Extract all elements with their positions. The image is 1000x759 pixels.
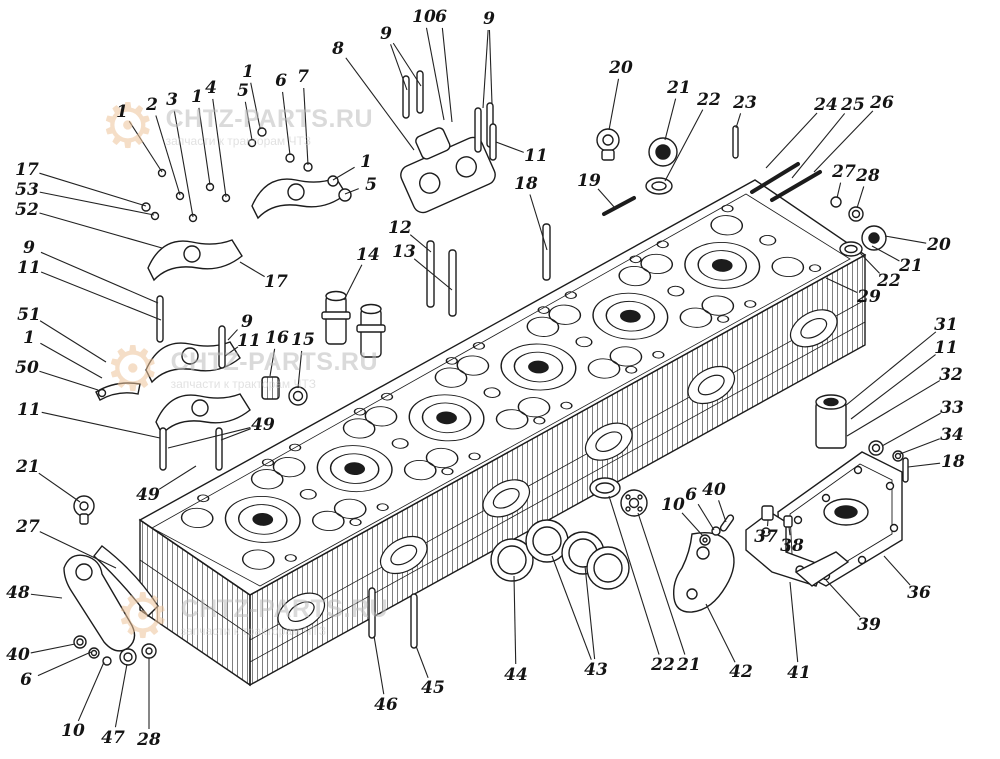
- callout-43: 43: [584, 660, 608, 680]
- callout-7: 7: [297, 67, 309, 87]
- callout-6: 6: [20, 670, 32, 690]
- callout-25: 25: [841, 95, 865, 115]
- callout-21: 21: [16, 457, 40, 477]
- callout-11: 11: [17, 258, 41, 278]
- callout-17: 17: [264, 272, 288, 292]
- callout-46: 46: [374, 695, 398, 715]
- callout-23: 23: [733, 93, 757, 113]
- callout-21: 21: [677, 655, 701, 675]
- callout-18: 18: [514, 174, 538, 194]
- callout-1: 1: [242, 62, 254, 82]
- callout-11: 11: [934, 338, 958, 358]
- callout-17: 17: [15, 160, 39, 180]
- callout-40: 40: [702, 480, 726, 500]
- callout-19: 19: [577, 171, 601, 191]
- callout-6: 6: [685, 485, 697, 505]
- callout-20: 20: [609, 58, 633, 78]
- callout-14: 14: [356, 245, 380, 265]
- callout-10: 10: [412, 7, 436, 27]
- callout-31: 31: [934, 315, 958, 335]
- callout-11: 11: [237, 331, 261, 351]
- callout-5: 5: [365, 175, 377, 195]
- callout-47: 47: [101, 728, 125, 748]
- callout-49: 49: [136, 485, 160, 505]
- callout-10: 10: [661, 495, 685, 515]
- callout-40: 40: [6, 645, 30, 665]
- callout-34: 34: [940, 425, 964, 445]
- callout-45: 45: [421, 678, 445, 698]
- callout-16: 16: [265, 328, 289, 348]
- callout-28: 28: [856, 166, 880, 186]
- callout-39: 39: [857, 615, 881, 635]
- callout-1: 1: [191, 87, 203, 107]
- callout-1: 1: [23, 328, 35, 348]
- callout-2: 2: [146, 95, 158, 115]
- callout-24: 24: [814, 95, 838, 115]
- callout-3: 3: [166, 90, 178, 110]
- callout-32: 32: [939, 365, 963, 385]
- callout-1: 1: [360, 152, 372, 172]
- callout-44: 44: [504, 665, 528, 685]
- callout-6: 6: [275, 71, 287, 91]
- callout-1: 1: [116, 102, 128, 122]
- callout-11: 11: [524, 146, 548, 166]
- callout-27: 27: [16, 517, 40, 537]
- callout-18: 18: [941, 452, 965, 472]
- callout-37: 37: [754, 527, 778, 547]
- callout-21: 21: [899, 256, 923, 276]
- callout-15: 15: [291, 330, 315, 350]
- callout-53: 53: [15, 180, 39, 200]
- callout-33: 33: [940, 398, 964, 418]
- callout-48: 48: [6, 583, 30, 603]
- callout-38: 38: [780, 536, 804, 556]
- callout-11: 11: [17, 400, 41, 420]
- callout-9: 9: [23, 238, 35, 258]
- callout-51: 51: [17, 305, 41, 325]
- callout-9: 9: [380, 24, 392, 44]
- callout-27: 27: [832, 162, 856, 182]
- callout-21: 21: [667, 78, 691, 98]
- callout-22: 22: [651, 655, 675, 675]
- callout-26: 26: [870, 93, 894, 113]
- callout-50: 50: [15, 358, 39, 378]
- callout-36: 36: [907, 583, 931, 603]
- callout-9: 9: [241, 312, 253, 332]
- callout-10: 10: [61, 721, 85, 741]
- callout-8: 8: [332, 39, 344, 59]
- callout-28: 28: [137, 730, 161, 750]
- callout-49: 49: [251, 415, 275, 435]
- callout-29: 29: [857, 287, 881, 307]
- callout-4: 4: [205, 78, 217, 98]
- callout-9: 9: [483, 9, 495, 29]
- callout-52: 52: [15, 200, 39, 220]
- callout-20: 20: [927, 235, 951, 255]
- callout-22: 22: [697, 90, 721, 110]
- callout-42: 42: [729, 662, 753, 682]
- callout-12: 12: [388, 218, 412, 238]
- callout-5: 5: [237, 81, 249, 101]
- callout-41: 41: [787, 663, 811, 683]
- callout-13: 13: [392, 242, 416, 262]
- callout-6: 6: [435, 7, 447, 27]
